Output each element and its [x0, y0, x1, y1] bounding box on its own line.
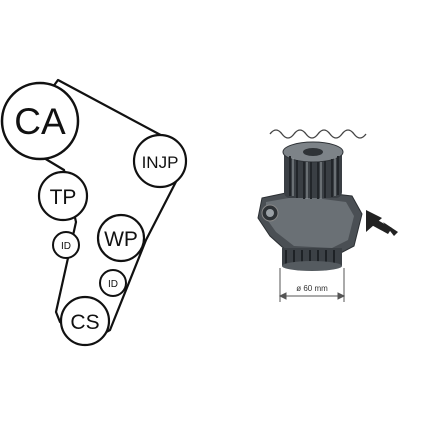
pulley-tp: TP: [37, 170, 89, 222]
pulley-cs-label: CS: [70, 311, 99, 334]
pulley-ca-label: CA: [14, 101, 66, 142]
pulley-id-left-label: ID: [61, 241, 71, 252]
pulley-wp-label: WP: [104, 228, 138, 251]
pulley-tp-label: TP: [50, 186, 77, 209]
pulley-wp: WP: [96, 213, 146, 263]
pulley-injp: INJP: [132, 133, 188, 189]
dimension-lines: [278, 268, 346, 302]
pulley-injp-label: INJP: [142, 153, 179, 172]
arrow-icon: [366, 210, 398, 236]
dimension-label: ø 60 mm: [296, 284, 328, 293]
pulley-cs: CS: [59, 295, 111, 347]
pulley-id-right-label: ID: [108, 279, 118, 290]
pulley-ca: CA: [0, 81, 80, 161]
wavy-line-icon: [269, 129, 367, 139]
pulley-id-left: ID: [52, 231, 80, 259]
pulley-id-right: ID: [99, 269, 127, 297]
pump-illustration: ø 60 mm: [257, 129, 398, 302]
